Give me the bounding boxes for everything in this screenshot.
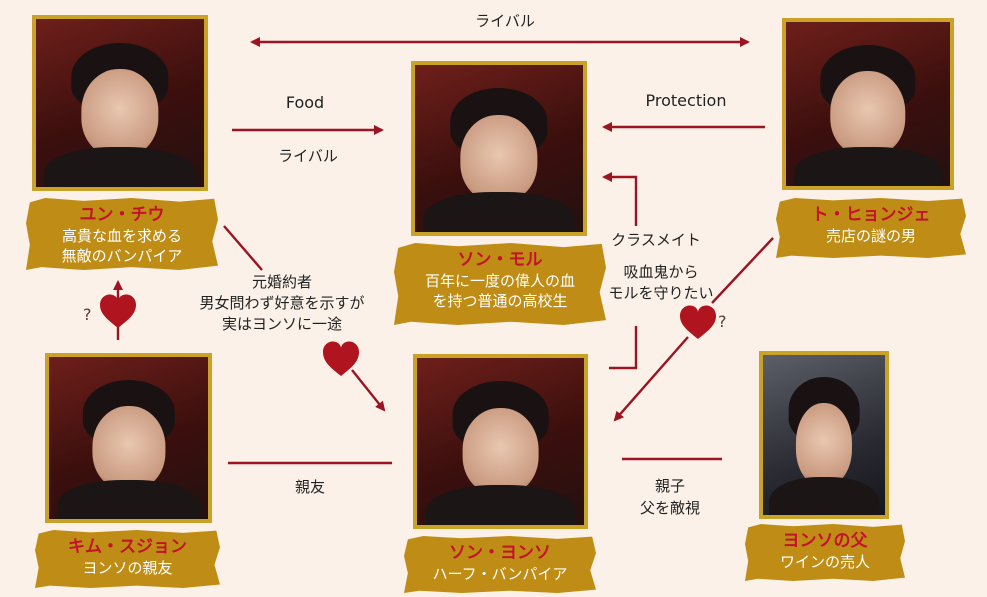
chiu-name: ユン・チウ (79, 205, 165, 225)
question-mark-right: ? (718, 312, 727, 331)
best-friend-label: 親友 (294, 478, 325, 496)
question-mark-left: ? (83, 305, 92, 324)
protection-label: Protection (645, 91, 727, 110)
moru-label: ソン・モル 百年に一度の偉人の血 を持つ普通の高校生 (394, 243, 606, 325)
rival-label-top: ライバル (475, 12, 535, 30)
parent-child-label: 親子 父を敵視 (639, 477, 700, 517)
sujon-label: キム・スジョン ヨンソの親友 (35, 530, 220, 588)
heart-icon-center (323, 341, 359, 376)
hyonje-yonso-arrow-lower (613, 336, 689, 422)
chiu-desc: 高貴な血を求める 無敵のバンパイア (61, 227, 183, 265)
food-label: Food (285, 93, 325, 112)
sujon-name: キム・スジョン (68, 537, 187, 557)
classmate-label: クラスメイト (611, 231, 701, 249)
yonso-label: ソン・ヨンソ ハーフ・バンパイア (404, 536, 596, 593)
hyonje-yonso-arrow-upper (711, 237, 774, 304)
heart-icon-left (100, 294, 136, 328)
yonso-desc: ハーフ・バンパイア (432, 565, 568, 583)
moru-name: ソン・モル (457, 250, 543, 270)
moru-photo (411, 61, 587, 236)
father-desc: ワインの売人 (779, 553, 870, 571)
moru-desc: 百年に一度の偉人の血 を持つ普通の高校生 (424, 272, 575, 310)
rival-label-mid: ライバル (278, 147, 338, 165)
hyonje-desc: 売店の謎の男 (825, 227, 916, 245)
hyonje-label: ト・ヒョンジェ 売店の謎の男 (776, 198, 966, 258)
classmate-bracket-top (602, 172, 638, 226)
heart-icon-right (680, 305, 716, 339)
father-label: ヨンソの父 ワインの売人 (745, 524, 905, 581)
hyonje-photo (782, 18, 954, 190)
ex-fiance-arrow-lower (351, 369, 386, 412)
sujon-photo (45, 353, 212, 523)
sujon-desc: ヨンソの親友 (82, 559, 173, 577)
yonso-photo (413, 354, 588, 529)
chiu-photo (32, 15, 208, 191)
father-photo (759, 351, 889, 519)
ex-fiance-arrow-upper (223, 225, 263, 271)
yonso-name: ソン・ヨンソ (449, 543, 551, 563)
protect-moru-label: 吸血鬼から モルを守りたい (608, 263, 714, 302)
chiu-label: ユン・チウ 高貴な血を求める 無敵のバンパイア (26, 198, 218, 270)
father-name: ヨンソの父 (782, 531, 868, 551)
classmate-bracket (609, 326, 638, 370)
ex-fiance-label: 元婚約者 男女問わず好意を示すが 実はヨンソに一途 (199, 273, 365, 333)
hyonje-name: ト・ヒョンジェ (811, 205, 931, 225)
